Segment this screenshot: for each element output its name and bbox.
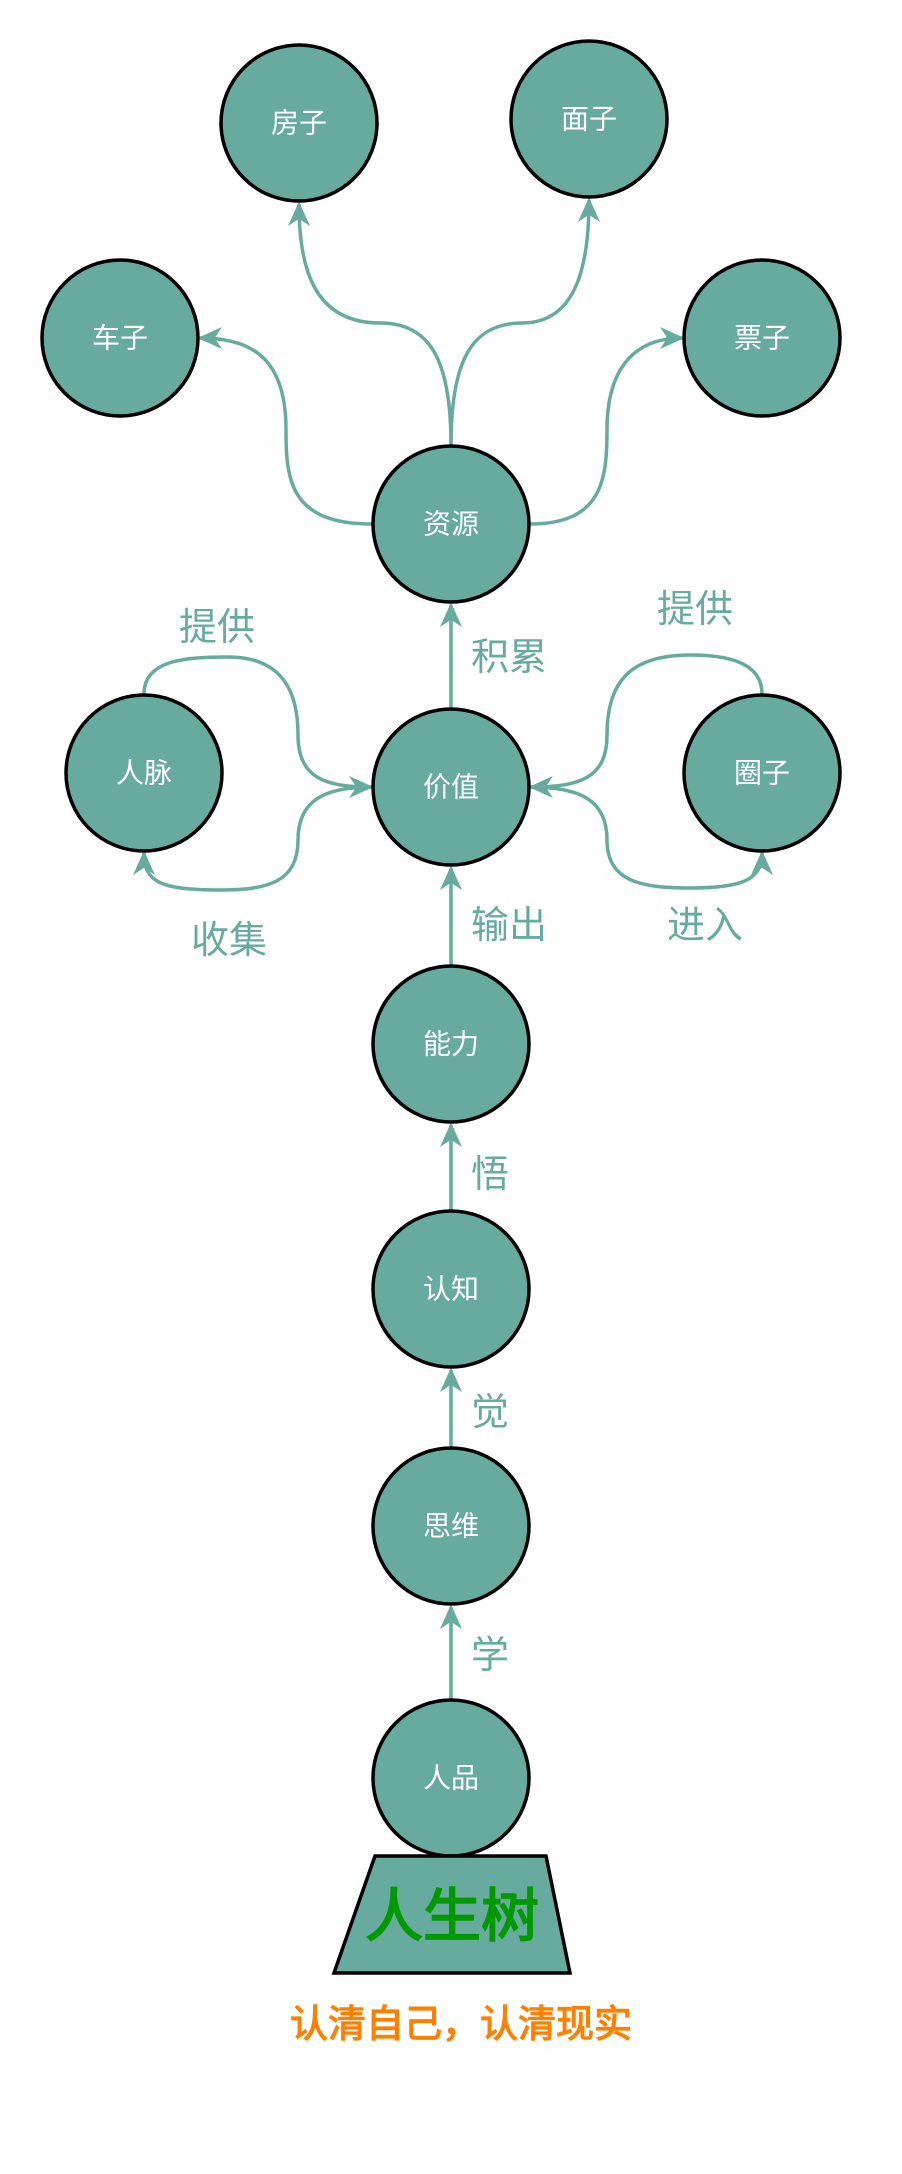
node-label: 面子 <box>561 103 617 136</box>
node-resources: 资源 <box>371 444 531 604</box>
edge-resources-to-money <box>529 326 685 526</box>
edge-network-to-value <box>142 655 374 799</box>
node-label: 资源 <box>423 508 479 541</box>
edge-circle-to-value <box>528 653 764 799</box>
node-house: 房子 <box>219 43 379 203</box>
node-character: 人品 <box>371 1698 531 1858</box>
tree-base: 人生树 <box>331 1854 573 1975</box>
node-label: 价值 <box>423 771 479 804</box>
edge-labels: 积累 提供 提供 收集 输出 进入 悟 觉 学 <box>179 587 743 1677</box>
base-title: 人生树 <box>365 1882 539 1950</box>
node-circle: 圈子 <box>682 693 842 853</box>
node-thinking: 思维 <box>371 1446 531 1606</box>
node-ability: 能力 <box>371 964 531 1124</box>
edge-resources-to-car <box>197 326 373 526</box>
edge-value-to-network <box>132 785 373 892</box>
edge-resources-to-face <box>449 197 601 446</box>
node-value: 价值 <box>371 707 531 867</box>
edge-resources-to-house <box>287 201 453 446</box>
node-label: 认知 <box>423 1273 479 1306</box>
label-aware: 觉 <box>471 1390 509 1434</box>
base-trapezoid <box>331 1854 573 1975</box>
node-cognition: 认知 <box>371 1209 531 1369</box>
node-network: 人脉 <box>64 693 224 853</box>
label-output: 输出 <box>471 903 547 947</box>
node-car: 车子 <box>40 258 200 418</box>
label-realize: 悟 <box>471 1152 509 1196</box>
edges <box>132 197 774 1699</box>
edge-value-to-circle <box>529 785 774 890</box>
node-label: 房子 <box>271 107 327 140</box>
label-provide-left: 提供 <box>179 605 255 649</box>
label-collect: 收集 <box>191 918 267 962</box>
node-money: 票子 <box>682 258 842 418</box>
node-label: 人脉 <box>116 757 172 790</box>
node-label: 车子 <box>92 322 148 355</box>
node-face: 面子 <box>509 39 669 199</box>
node-label: 能力 <box>423 1028 479 1061</box>
node-label: 人品 <box>423 1762 479 1795</box>
caption: 认清自己，认清现实 <box>290 2002 632 2046</box>
label-enter: 进入 <box>667 903 743 947</box>
label-provide-right: 提供 <box>657 587 733 631</box>
node-label: 票子 <box>734 322 790 355</box>
node-label: 圈子 <box>734 757 790 790</box>
node-label: 思维 <box>423 1510 479 1543</box>
label-accumulate: 积累 <box>471 635 547 679</box>
label-learn: 学 <box>471 1633 509 1677</box>
